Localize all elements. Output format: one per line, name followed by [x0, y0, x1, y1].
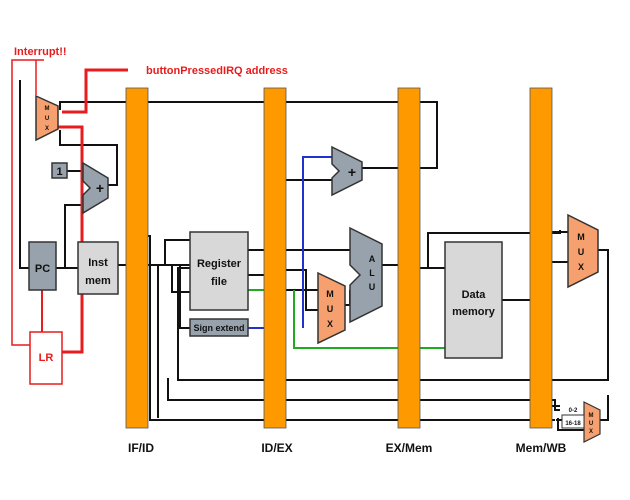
stage-label-ifid: IF/ID: [128, 441, 154, 455]
ifid-register-bar: [125, 87, 149, 429]
memwb-register-bar: [529, 87, 553, 429]
alu-letter-u: U: [369, 282, 376, 292]
constant-one-box: [51, 162, 68, 179]
bit-field-box: [561, 414, 585, 429]
alu-letter-l: L: [369, 268, 375, 278]
alu-mux-letter-u: U: [327, 304, 334, 314]
alu-input-mux: [317, 271, 346, 345]
regdst-mux-letter-m: M: [589, 413, 594, 419]
sign-extend-block: [189, 318, 249, 337]
wb-mux-letter-x: X: [578, 262, 584, 272]
alu: [349, 226, 383, 324]
pc-source-mux: [35, 94, 59, 142]
lr-label: LR: [39, 352, 54, 364]
pc-adder-symbol: +: [96, 180, 104, 196]
regdst-mux: [583, 401, 601, 443]
inst-mem-label-2: mem: [85, 275, 111, 287]
register-file-label-1: Register: [197, 258, 242, 270]
idex-register-bar: [263, 87, 287, 429]
pc-register: [28, 241, 57, 291]
alu-mux-letter-x: X: [327, 319, 333, 329]
alu-mux-letter-m: M: [326, 289, 334, 299]
wb-mux-letter-m: M: [577, 232, 585, 242]
register-file-block: [189, 231, 249, 311]
pipeline-register-bars: [125, 87, 553, 429]
pc-mux-letter-u: U: [45, 116, 49, 122]
pc-mux-letter-m: M: [45, 106, 50, 112]
exmem-register-bar: [397, 87, 421, 429]
stage-label-idex: ID/EX: [261, 441, 292, 455]
interrupt-wires: [11, 59, 128, 354]
constant-one-label: 1: [56, 166, 62, 178]
datapath-wires: [19, 80, 609, 431]
data-memory-label-1: Data: [462, 289, 487, 301]
data-memory-label-2: memory: [452, 306, 496, 318]
stage-label-exmem: EX/Mem: [386, 441, 433, 455]
writeback-mux: [567, 213, 599, 289]
regdst-mux-letter-u: U: [589, 421, 593, 427]
data-memory-block: [444, 241, 503, 359]
pc-label: PC: [35, 263, 50, 275]
bits-low-label: 0-2: [569, 408, 578, 414]
bits-high-label: 16-18: [565, 421, 581, 427]
inst-mem-block: [77, 241, 119, 295]
register-file-label-2: file: [211, 276, 227, 288]
wb-mux-letter-u: U: [578, 247, 585, 257]
sign-extend-label: Sign extend: [193, 323, 244, 333]
lr-register: [29, 331, 63, 385]
interrupt-label: Interrupt!!: [14, 46, 67, 58]
branch-adder-symbol: +: [348, 164, 356, 180]
pc-mux-letter-x: X: [45, 126, 49, 132]
branch-adder: [331, 145, 363, 197]
inst-mem-label-1: Inst: [88, 257, 108, 269]
irq-address-label: buttonPressedIRQ address: [146, 65, 288, 77]
regdst-mux-letter-x: X: [589, 429, 593, 435]
pc-adder: [82, 161, 109, 215]
alu-letter-a: A: [369, 254, 376, 264]
stage-label-memwb: Mem/WB: [516, 441, 567, 455]
